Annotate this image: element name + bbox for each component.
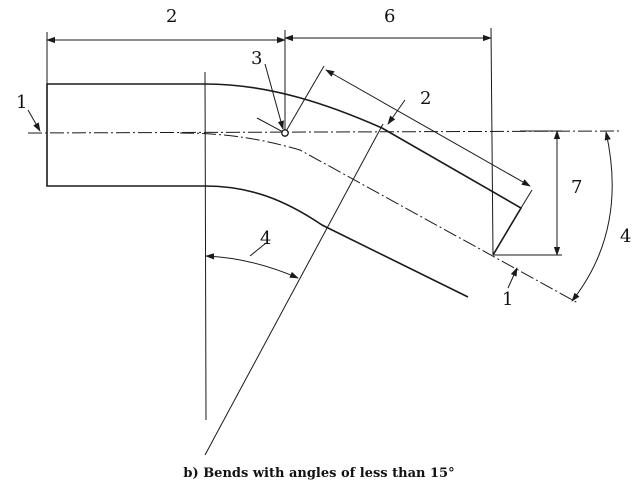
label-height-offset: 7 [571,177,582,198]
label-angle-outer: 4 [620,226,631,247]
callout-labels: 1 2 6 3 2 4 7 4 1 [16,6,631,310]
leader-lines [27,63,518,289]
extension-lines [46,27,562,456]
figure-caption: b) Bends with angles of less than 15° [183,466,455,481]
pipe-outline [46,83,523,298]
dimension-lines [46,34,613,302]
label-length-top-left: 2 [166,6,177,27]
label-length-bent: 2 [420,88,431,109]
label-bend-point: 3 [251,48,262,69]
label-axis-left: 1 [16,92,27,113]
label-dim-top-right: 6 [384,6,395,27]
label-angle-inner: 4 [260,228,271,249]
label-axis-bottom: 1 [502,289,513,310]
center-lines [27,130,621,304]
